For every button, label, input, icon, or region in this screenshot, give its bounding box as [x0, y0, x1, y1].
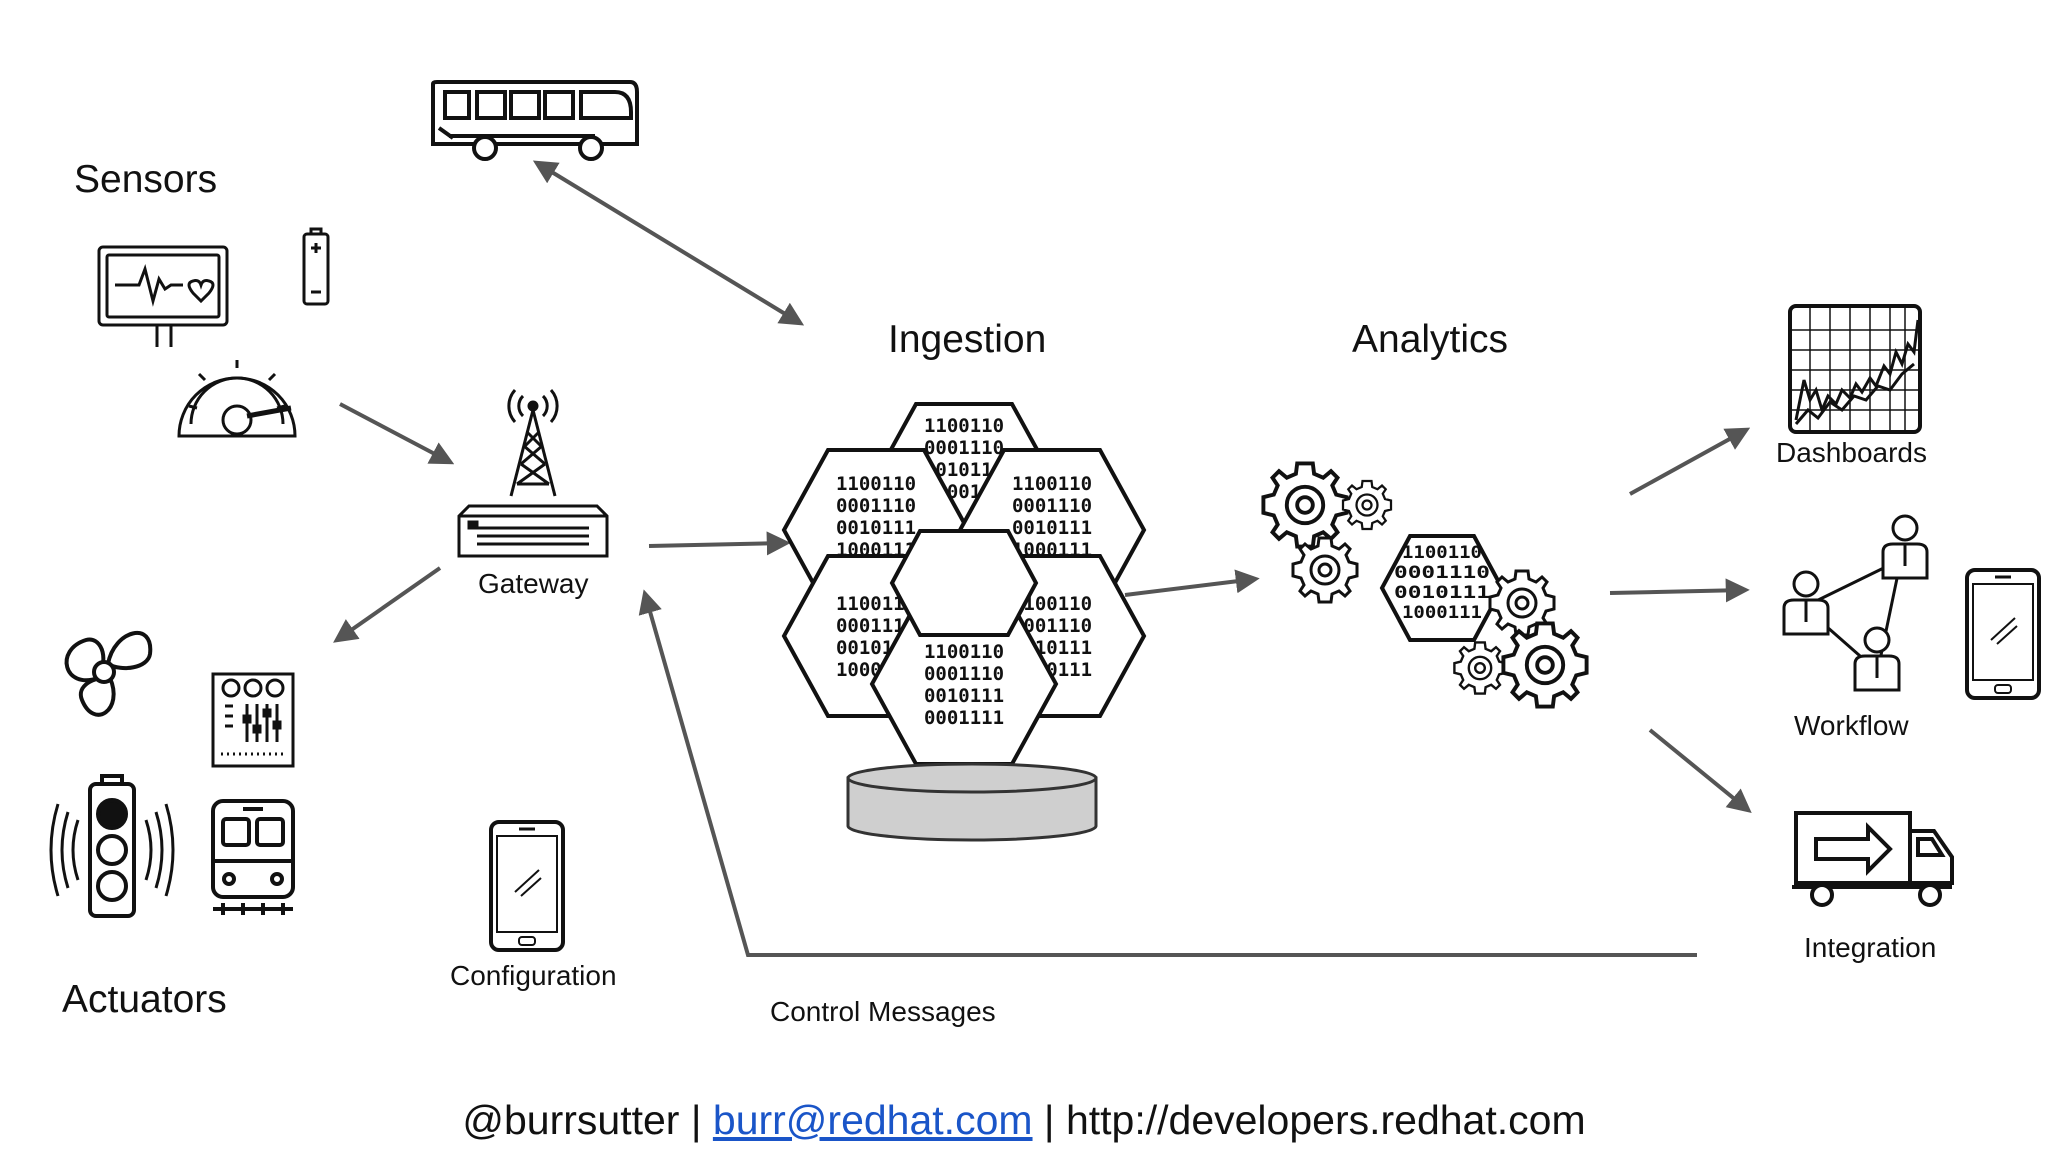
integration-label: Integration [1804, 932, 1937, 963]
binary-row: 0001110 [1012, 615, 1092, 637]
tower-icon [507, 389, 559, 497]
binary-row: 1100110 [836, 473, 916, 495]
binary-row: 0001110 [924, 663, 1004, 685]
footer-separator: | [1032, 1097, 1066, 1143]
analytics-cluster: 1100110 0001110 0010111 1000111 [1261, 461, 1589, 709]
ingestion-cluster: 1100110 0001110 0010111 1000111 1100110 … [781, 402, 1147, 766]
train-icon [211, 799, 295, 915]
person-icon [1782, 570, 1830, 636]
footer: @burrsutter | burr@redhat.com | http://d… [0, 1097, 2048, 1144]
twitter-handle: @burrsutter [462, 1097, 680, 1143]
fan-icon [64, 631, 153, 717]
ingestion-label: Ingestion [888, 318, 1047, 361]
gear-icon [1453, 641, 1507, 695]
email-link[interactable]: burr@redhat.com [712, 1097, 1033, 1143]
configuration-phone-icon [489, 820, 565, 952]
arrow-gateway-ingestion [648, 531, 791, 556]
arrow-analytics-dashboards [1629, 427, 1751, 496]
analytics-label: Analytics [1352, 318, 1509, 361]
database-cylinder [846, 762, 1098, 842]
control-panel-icon [211, 672, 295, 768]
person-icon [1881, 514, 1929, 580]
bus-icon [431, 80, 639, 161]
data-hexagon: 1100110 0001110 0010111 1000111 [1379, 534, 1505, 642]
binary-row: 0010111 [836, 517, 916, 539]
person-icon [1853, 626, 1901, 692]
dashboards-label: Dashboards [1776, 437, 1927, 468]
center-hexagon [889, 529, 1039, 637]
gear-icon [1291, 536, 1359, 604]
dashboard-chart-icon [1788, 304, 1922, 434]
binary-row: 0010111 [924, 685, 1004, 707]
binary-row: 1100110 [836, 593, 916, 615]
binary-row: 0010111 [1394, 583, 1490, 603]
speedometer-icon [177, 360, 297, 438]
arrow-control-messages [638, 589, 1697, 957]
battery-icon [302, 227, 330, 306]
traffic-light-icon [49, 774, 175, 918]
binary-row: 0001110 [924, 437, 1004, 459]
binary-row: 0001110 [1394, 563, 1490, 583]
sensors-label: Sensors [74, 158, 218, 201]
arrows [333, 160, 1752, 957]
binary-row: 0001110 [836, 615, 916, 637]
heart-monitor-icon [97, 245, 229, 347]
control-messages-label: Control Messages [770, 996, 996, 1027]
delivery-truck-icon [1792, 811, 1954, 907]
binary-row: 1100110 [1402, 543, 1482, 563]
binary-row: 1000111 [1402, 603, 1482, 623]
gear-icon [1341, 479, 1393, 531]
gear-icon [1501, 621, 1589, 709]
footer-separator: | [679, 1097, 713, 1143]
workflow-network-icon [1782, 514, 1929, 692]
binary-row: 0001111 [924, 707, 1004, 729]
arrow-sensors-gateway [339, 402, 455, 465]
arrow-gateway-actuators [333, 566, 442, 643]
gear-icon [1261, 461, 1349, 549]
workflow-phone-icon [1965, 568, 2041, 700]
gateway-label: Gateway [478, 568, 589, 599]
binary-row: 1100110 [924, 641, 1004, 663]
binary-row: 1100110 [1012, 593, 1092, 615]
gateway-router-icon [457, 504, 609, 558]
website-url: http://developers.redhat.com [1065, 1097, 1586, 1143]
binary-row: 0001110 [1012, 495, 1092, 517]
binary-row: 0001110 [836, 495, 916, 517]
binary-row: 1100110 [1012, 473, 1092, 495]
binary-row: 0010111 [1012, 517, 1092, 539]
arrow-analytics-workflow [1609, 578, 1750, 603]
binary-row: 0010111 [924, 459, 1004, 481]
actuators-label: Actuators [62, 978, 227, 1021]
arrow-bus-ingestion [532, 160, 805, 326]
arrow-ingestion-analytics [1124, 569, 1260, 597]
workflow-label: Workflow [1794, 710, 1909, 741]
arrow-analytics-integration [1648, 728, 1752, 814]
binary-row: 1100110 [924, 415, 1004, 437]
configuration-label: Configuration [450, 960, 617, 991]
